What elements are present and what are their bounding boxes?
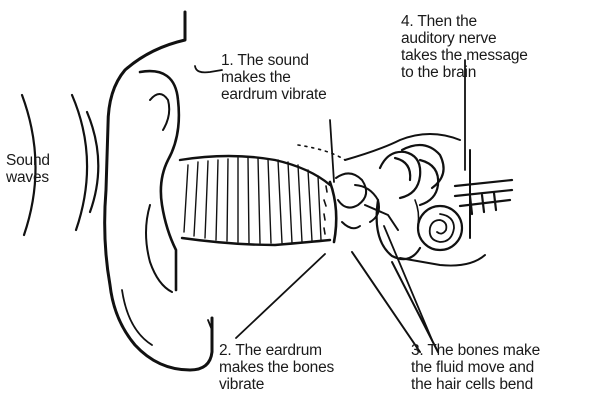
label-step-1: 1. The sound makes the eardrum vibrate [221,52,327,103]
label-sound-waves: Sound waves [6,152,50,186]
middle-ear-bones [336,173,398,230]
label-step-4: 4. Then the auditory nerve takes the mes… [401,13,528,81]
ear-canal [180,156,330,245]
label-step-2: 2. The eardrum makes the bones vibrate [219,342,334,393]
label-step-3: 3. The bones make the fluid move and the… [411,342,540,393]
auditory-nerve [455,180,512,214]
eardrum [324,182,336,242]
inner-ear [377,145,462,259]
